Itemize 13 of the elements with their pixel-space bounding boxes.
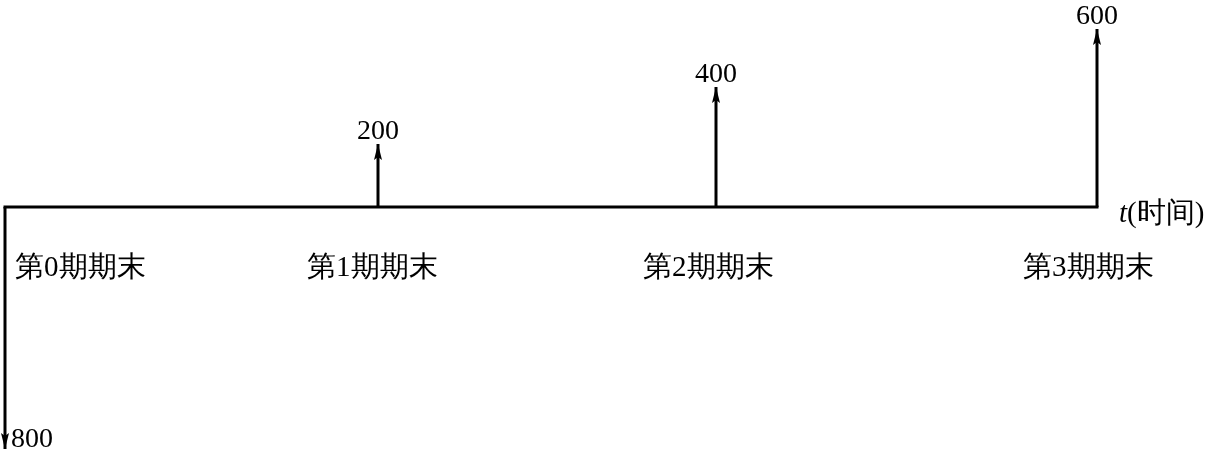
amount-label: 800 [11, 424, 53, 452]
period-label: 第2期期末 [643, 252, 774, 281]
cash-flow-arrow [374, 144, 382, 207]
axis-label: t(时间) [1119, 198, 1205, 227]
cash-flow-arrow [1, 207, 9, 449]
period-label: 第3期期末 [1023, 252, 1154, 281]
period-label: 第1期期末 [307, 252, 438, 281]
amount-label: 200 [357, 116, 399, 144]
period-label: 第0期期末 [15, 252, 146, 281]
amount-label: 400 [695, 59, 737, 87]
cash-flow-arrow [712, 87, 720, 207]
amount-label: 600 [1076, 1, 1118, 29]
cash-flow-arrow [1093, 29, 1101, 207]
